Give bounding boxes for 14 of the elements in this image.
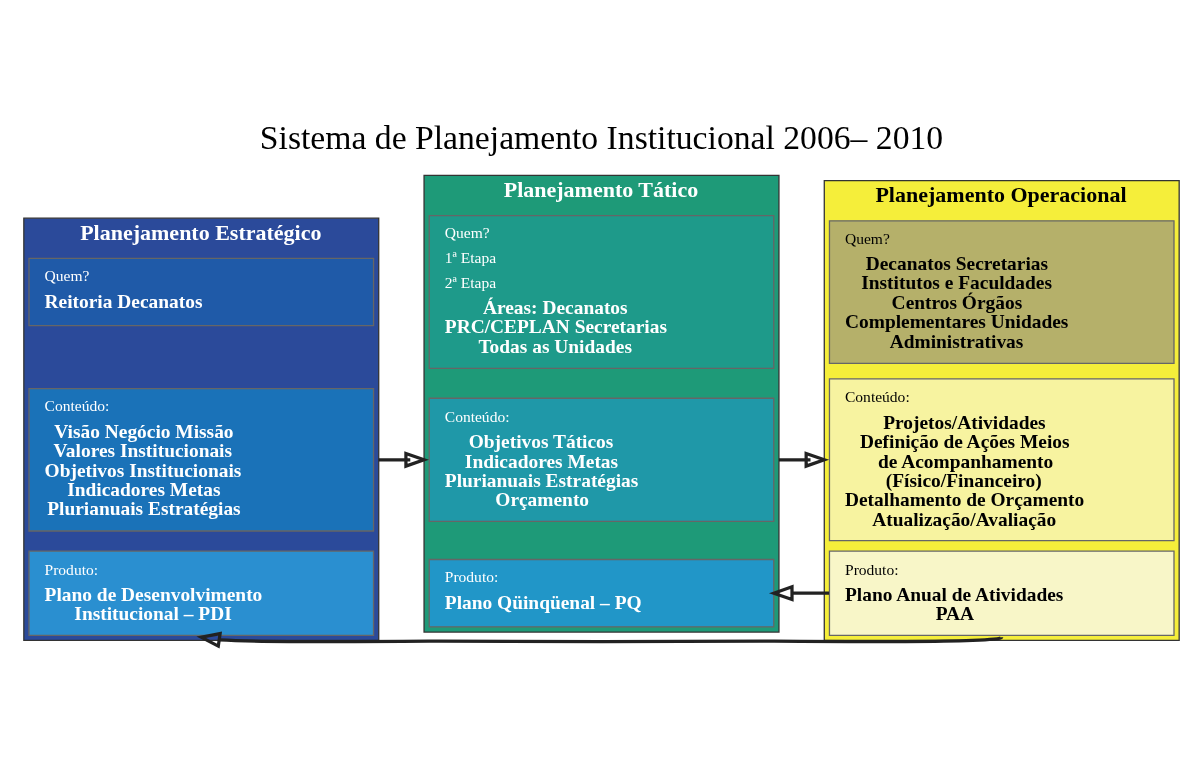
arrow (378, 450, 429, 468)
node-box: Conteúdo: Projetos/Atividades Definição de Ações Meios de Acompanhamento (Físico/Financeiro) Detalhamento de Orçamento Atualização/Avaliação (828, 377, 1175, 541)
node-box: Conteúdo: Objetivos Táticos Indicadores Metas Plurianuais Estratégias Orçamento (428, 397, 775, 522)
node-box: Produto: Plano Anual de Atividades PAA (828, 549, 1175, 636)
arrow (196, 631, 1003, 649)
node-box: Produto: Plano de Desenvolvimento Institucional – PDI (28, 549, 375, 636)
node-box: Quem? Decanatos Secretarias Institutos e Faculdades Centros Órgãos Complementares Unidades Administrativas (828, 219, 1175, 364)
arrow (778, 450, 830, 468)
arrow (768, 584, 830, 602)
node-box: Produto: Plano Qüinqüenal – PQ (428, 558, 775, 627)
node-box: Conteúdo: Visão Negócio Missão Valores Institucionais Objetivos Institucionais Indicadores Metas Plurianuais Estratégias (28, 387, 375, 532)
node-box: Quem? 1ª Etapa 2ª Etapa Áreas: Decanatos PRC/CEPLAN Secretarias Todas as Unidades (428, 214, 775, 369)
diagram-title: Sistema de Planejamento Institucional 2006– 2010 (259, 118, 944, 156)
node-box: Quem? Reitoria Decanatos (28, 257, 375, 326)
